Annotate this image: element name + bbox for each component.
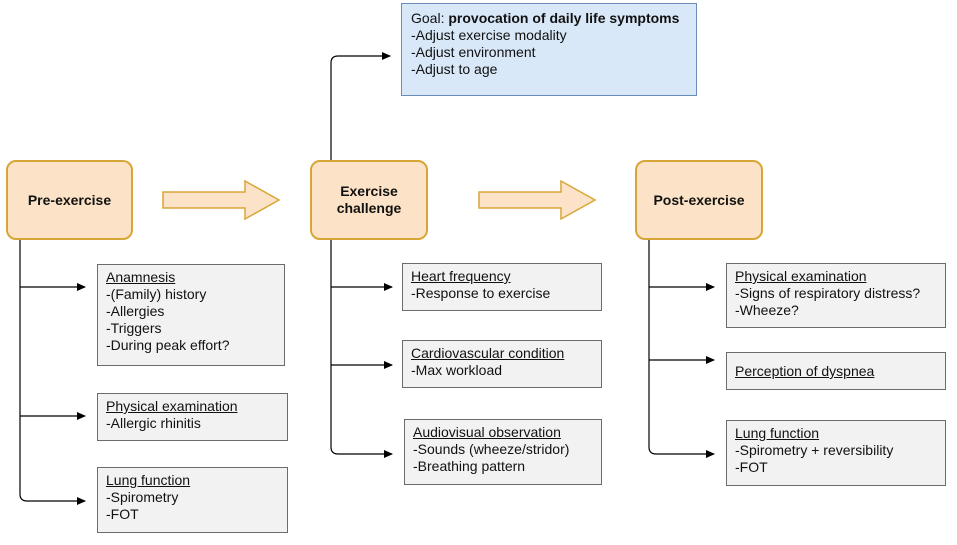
box-item: -Triggers [106,320,162,336]
pre-lung-function-box: Lung function -Spirometry -FOT [97,467,288,533]
box-item: -During peak effort? [106,337,230,353]
box-heading: Lung function [735,425,820,441]
phase-post-label: Post-exercise [653,191,745,208]
box-heading: Physical examination [106,398,238,414]
goal-item: -Adjust to age [411,61,498,77]
box-item: -(Family) history [106,286,207,302]
box-item: -Allergic rhinitis [106,415,201,431]
box-heading: Perception of dyspnea [735,363,875,379]
box-item: -FOT [735,459,768,475]
box-item: -Max workload [411,362,503,378]
phase-pre-label: Pre-exercise [27,191,112,208]
flow-arrow-pre-to-challenge [162,179,281,221]
box-heading: Heart frequency [411,268,511,284]
phase-pre-exercise: Pre-exercise [6,160,133,240]
heart-frequency-box: Heart frequency -Response to exercise [402,263,602,311]
box-heading: Lung function [106,472,191,488]
box-heading: Physical examination [735,268,867,284]
phase-challenge-label-1: Exercise [340,183,398,199]
phase-post-exercise: Post-exercise [635,160,763,240]
phase-challenge-label-2: challenge [336,200,402,216]
box-item: -Spirometry + reversibility [735,442,894,458]
challenge-goal-connector [330,52,391,160]
box-item: -Response to exercise [411,285,551,301]
box-item: -FOT [106,506,139,522]
goal-box: Goal: provocation of daily life symptoms… [401,3,697,96]
flow-arrow-challenge-to-post [478,179,597,221]
box-heading: Cardiovascular condition [411,345,565,361]
audiovisual-observation-box: Audiovisual observation -Sounds (wheeze/… [404,419,602,485]
phase-exercise-challenge: Exercise challenge [310,160,428,240]
box-item: -Signs of respiratory distress? [735,285,921,301]
pre-physical-examination-box: Physical examination -Allergic rhinitis [97,393,288,441]
box-item: -Sounds (wheeze/stridor) [413,441,570,457]
box-item: -Wheeze? [735,302,799,318]
box-item: -Breathing pattern [413,458,526,474]
box-item: -Spirometry [106,489,179,505]
cardiovascular-condition-box: Cardiovascular condition -Max workload [402,340,602,388]
challenge-connector-line [330,238,393,458]
anamnesis-box: Anamnesis -(Family) history -Allergies -… [97,264,285,366]
goal-item: -Adjust exercise modality [411,27,567,43]
box-heading: Audiovisual observation [413,424,561,440]
goal-label: Goal: [411,10,449,26]
goal-title: provocation of daily life symptoms [448,10,680,26]
box-item: -Allergies [106,303,165,319]
post-connector-line [648,238,715,458]
goal-title-line: Goal: provocation of daily life symptoms [411,10,687,27]
box-heading: Anamnesis [106,269,176,285]
goal-item: -Adjust environment [411,44,536,60]
post-lung-function-box: Lung function -Spirometry + reversibilit… [726,420,946,486]
pre-connector-line [19,238,86,505]
perception-of-dyspnea-box: Perception of dyspnea [726,352,946,390]
post-physical-examination-box: Physical examination -Signs of respirato… [726,263,946,328]
